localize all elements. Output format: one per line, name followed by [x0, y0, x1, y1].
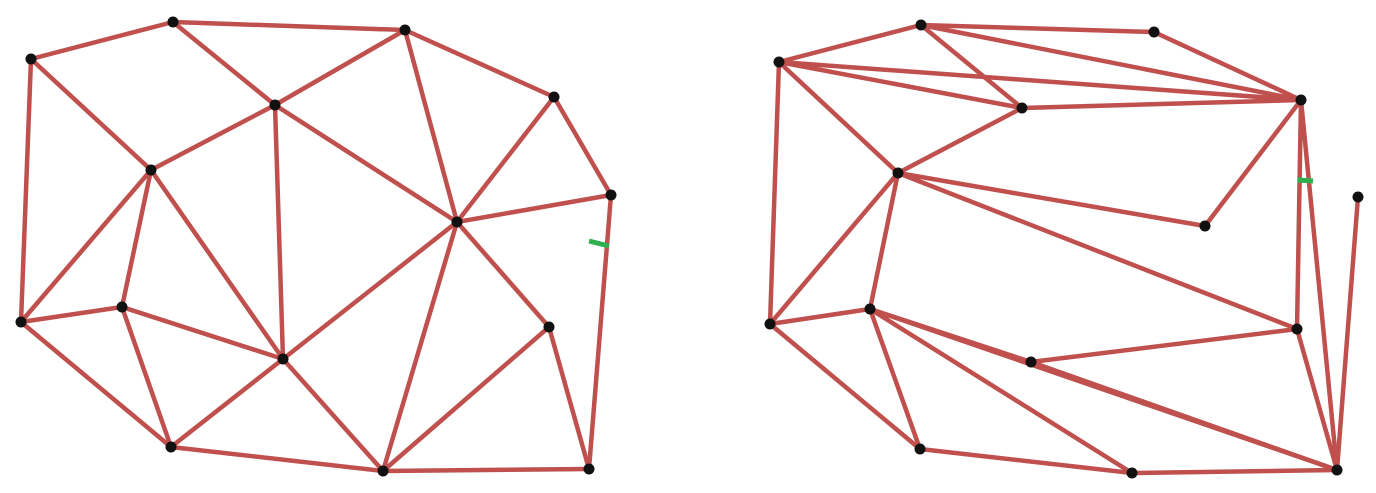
left-edge-9-12	[119, 304, 174, 450]
right-edge-5-3	[1019, 97, 1304, 111]
left-edge-2-3	[402, 27, 557, 100]
left-edge-1-2	[170, 19, 408, 33]
left-edge-6-11	[148, 167, 286, 362]
right-vertex-12	[914, 443, 926, 455]
right-edge-0-5	[776, 59, 1025, 111]
left-edge-9-11	[119, 304, 286, 362]
left-edge-5-2	[272, 27, 408, 108]
left-vertex-11	[277, 353, 289, 365]
left-edge-7-10	[454, 219, 552, 330]
left-vertex-14	[583, 463, 595, 475]
right-edge-8-9	[767, 306, 873, 327]
right-edge-3-10	[1294, 97, 1304, 332]
right-edge-6-8	[767, 170, 901, 327]
left-edge-6-8	[18, 167, 154, 325]
right-vertex-13	[1126, 467, 1138, 479]
right-vertex-0	[773, 56, 785, 68]
left-edge-4-14	[586, 192, 614, 472]
right-vertex-8	[764, 318, 776, 330]
left-edge-8-9	[18, 304, 125, 325]
right-vertex-6	[892, 167, 904, 179]
right-edge-2-3	[1151, 29, 1304, 103]
left-vertex-7	[451, 216, 463, 228]
right-vertex-3	[1295, 94, 1307, 106]
left-vertex-13	[377, 465, 389, 477]
right-edge-12-8	[767, 321, 923, 452]
left-edge-7-13	[380, 219, 460, 474]
right-edge-9-12	[867, 306, 923, 452]
left-vertex-0	[25, 53, 37, 65]
right-edge-0-6	[776, 59, 901, 176]
left-vertex-5	[269, 99, 281, 111]
left-vertex-12	[165, 441, 177, 453]
right-vertex-11	[1025, 356, 1037, 368]
right-edge-11-14	[1028, 359, 1340, 473]
right-edge-3-14	[1298, 97, 1340, 473]
left-edge-0-6	[28, 56, 154, 173]
right-vertex-5	[1016, 102, 1028, 114]
right-edge-9-13	[867, 306, 1135, 476]
left-triangulation	[15, 16, 617, 477]
right-vertex-14	[1331, 464, 1343, 476]
left-vertex-8	[15, 316, 27, 328]
left-edge-0-1	[28, 19, 176, 62]
right-vertex-10	[1291, 323, 1303, 335]
right-edge-6-10	[895, 170, 1300, 332]
left-edge-5-11	[272, 102, 286, 362]
left-edge-11-12	[168, 356, 286, 450]
left-vertex-9	[116, 301, 128, 313]
left-edge-10-13	[380, 324, 552, 474]
left-vertex-2	[399, 24, 411, 36]
left-edge-14-13	[380, 466, 592, 474]
left-green-marker	[588, 238, 610, 249]
left-vertex-6	[145, 164, 157, 176]
left-edge-6-9	[119, 167, 154, 310]
left-edge-1-5	[170, 19, 278, 108]
right-edge-11-10	[1028, 326, 1300, 365]
left-edge-3-4	[551, 94, 614, 198]
left-vertex-4	[605, 189, 617, 201]
left-edge-13-12	[168, 444, 386, 474]
right-green-marker	[1297, 177, 1314, 184]
right-edge-1-3	[918, 22, 1304, 103]
right-vertex-1	[915, 19, 927, 31]
right-vertex-7	[1199, 220, 1211, 232]
right-edge-4-14	[1334, 194, 1361, 473]
left-edge-2-7	[402, 27, 460, 225]
right-edge-13-12	[917, 446, 1135, 476]
right-edge-6-7	[895, 170, 1208, 229]
right-edge-10-14	[1294, 326, 1340, 473]
left-edge-5-7	[272, 102, 460, 225]
left-edge-8-0	[18, 56, 34, 325]
left-vertex-3	[548, 91, 560, 103]
left-edge-7-4	[454, 192, 614, 225]
right-vertex-9	[864, 303, 876, 315]
right-vertex-2	[1148, 26, 1160, 38]
right-edge-14-13	[1129, 467, 1340, 476]
right-edge-1-5	[918, 22, 1025, 111]
right-edge-1-2	[918, 22, 1157, 35]
right-edge-0-1	[776, 22, 924, 65]
right-vertex-4	[1352, 191, 1364, 203]
left-edge-5-6	[148, 102, 278, 173]
right-edge-7-3	[1202, 97, 1304, 229]
right-triangulation	[764, 19, 1364, 479]
left-vertex-1	[167, 16, 179, 28]
left-edge-3-7	[454, 94, 557, 225]
left-edge-11-13	[280, 356, 386, 474]
left-vertex-10	[543, 321, 555, 333]
left-edge-11-7	[280, 219, 460, 362]
right-edge-8-0	[767, 59, 782, 327]
left-edge-12-8	[18, 319, 174, 450]
left-edge-10-14	[546, 324, 592, 472]
right-edge-6-9	[867, 170, 901, 312]
right-edge-0-3	[776, 59, 1304, 103]
right-edge-5-6	[895, 105, 1025, 176]
